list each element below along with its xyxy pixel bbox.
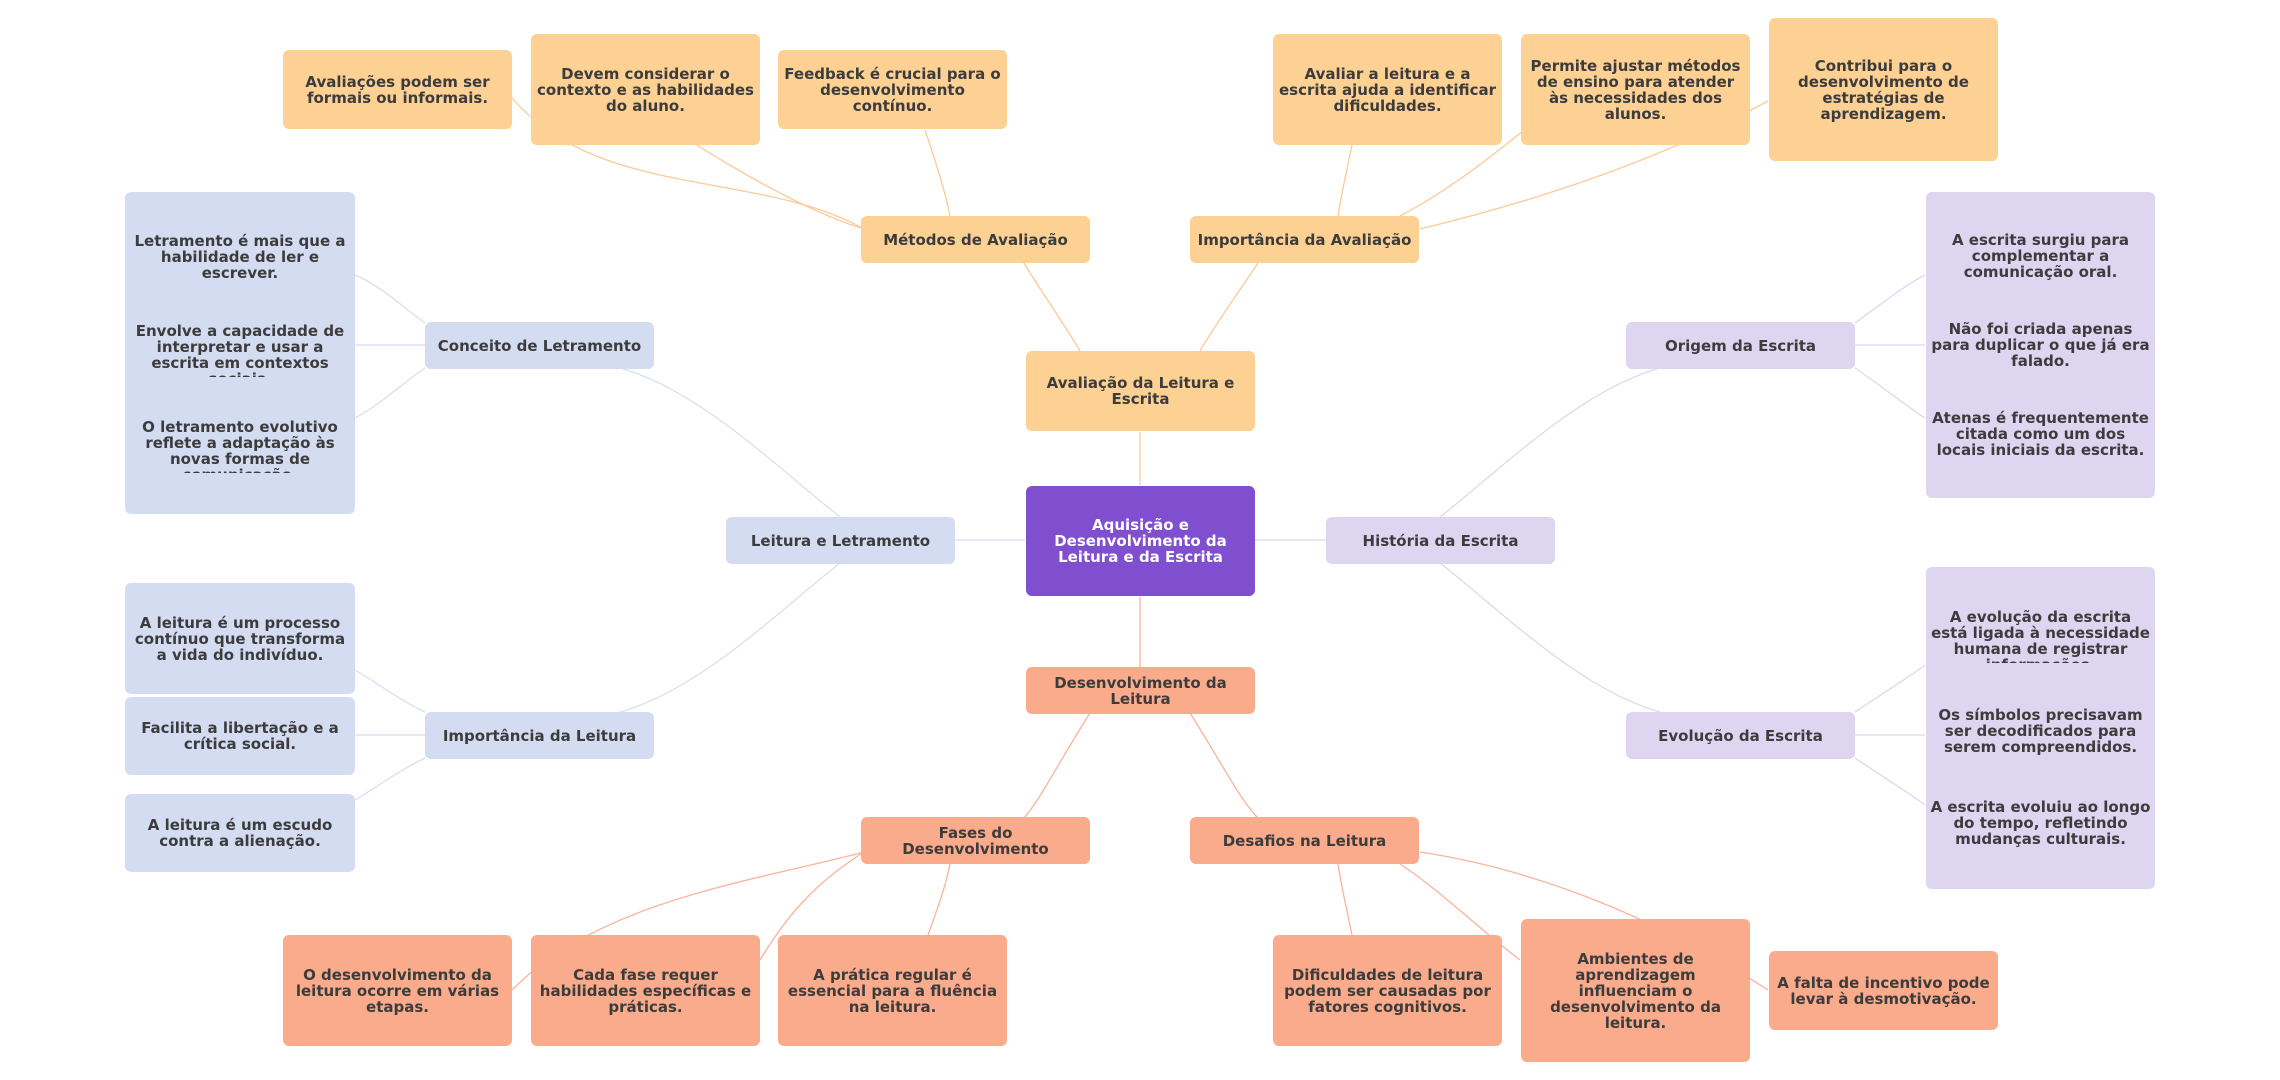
node-avaliacao[interactable]: Avaliação da Leitura e Escrita — [1026, 351, 1255, 431]
link-origem-item1 — [1854, 274, 1926, 324]
leaf-origem-2[interactable]: Não foi criada apenas para duplicar o qu… — [1931, 320, 2150, 369]
link-origem-item3 — [1854, 367, 1926, 419]
link-dev-desafios — [1189, 712, 1259, 819]
leaf-group-conceito: Letramento é mais que a habilidade de le… — [125, 192, 355, 514]
link-imp-item1 — [354, 669, 426, 713]
node-leitura-letramento[interactable]: Leitura e Letramento — [726, 517, 955, 564]
link-hist-evolucao — [1439, 562, 1661, 713]
leaf-origem-1[interactable]: A escrita surgiu para complementar a com… — [1951, 232, 2130, 281]
link-conceito-item1 — [354, 274, 426, 324]
leaf-fases-3[interactable]: A prática regular é essencial para a flu… — [778, 935, 1007, 1046]
link-conceito-item3 — [354, 367, 426, 419]
node-historia-escrita[interactable]: História da Escrita — [1326, 517, 1555, 564]
leaf-evolucao-2[interactable]: Os símbolos precisavam ser decodificados… — [1938, 707, 2143, 755]
node-metodos-avaliacao[interactable]: Métodos de Avaliação — [861, 216, 1090, 263]
link-desafios-item2 — [1399, 863, 1521, 961]
leaf-origem-3[interactable]: Atenas é frequentemente citada como um d… — [1932, 409, 2149, 458]
leaf-group-origem: A escrita surgiu para complementar a com… — [1926, 192, 2155, 498]
link-let-conceito — [619, 367, 841, 518]
link-avaliacao-importancia — [1199, 262, 1259, 352]
leaf-metodos-1[interactable]: Avaliações podem ser formais ou informai… — [283, 50, 512, 129]
link-metodos-item3 — [924, 129, 951, 217]
leaf-metodos-2[interactable]: Devem considerar o contexto e as habilid… — [531, 34, 760, 145]
leaf-conceito-2[interactable]: Envolve a capacidade de interpretar e us… — [135, 323, 345, 377]
leaf-conceito-1[interactable]: Letramento é mais que a habilidade de le… — [134, 233, 346, 281]
node-fases-desenvolvimento[interactable]: Fases do Desenvolvimento — [861, 817, 1090, 864]
leaf-evolucao-1[interactable]: A evolução da escrita está ligada à nece… — [1931, 609, 2150, 663]
link-dev-fases — [1023, 712, 1091, 819]
link-desafios-item1 — [1337, 863, 1353, 936]
leaf-desafios-3[interactable]: A falta de incentivo pode levar à desmot… — [1769, 951, 1998, 1030]
leaf-importancia-leitura-3[interactable]: A leitura é um escudo contra a alienação… — [125, 794, 355, 872]
leaf-importancia-1[interactable]: Avaliar a leitura e a escrita ajuda a id… — [1273, 34, 1502, 145]
leaf-importancia-leitura-1[interactable]: A leitura é um processo contínuo que tra… — [125, 583, 355, 694]
leaf-importancia-leitura-2[interactable]: Facilita a libertação e a crítica social… — [125, 697, 355, 775]
link-fases-item3 — [927, 863, 951, 936]
node-desenvolvimento[interactable]: Desenvolvimento da Leitura — [1026, 667, 1255, 714]
link-hist-origem — [1439, 367, 1661, 518]
leaf-evolucao-3[interactable]: A escrita evoluiu ao longo do tempo, ref… — [1930, 799, 2151, 847]
link-imp-item3 — [354, 757, 426, 801]
leaf-metodos-3[interactable]: Feedback é crucial para o desenvolviment… — [778, 50, 1007, 129]
leaf-fases-1[interactable]: O desenvolvimento da leitura ocorre em v… — [283, 935, 512, 1046]
leaf-desafios-2[interactable]: Ambientes de aprendizagem influenciam o … — [1521, 919, 1750, 1062]
leaf-importancia-3[interactable]: Contribui para o desenvolvimento de estr… — [1769, 18, 1998, 161]
link-fases-item2 — [759, 851, 865, 961]
link-importancia-item1 — [1337, 144, 1353, 217]
leaf-desafios-1[interactable]: Dificuldades de leitura podem ser causad… — [1273, 935, 1502, 1046]
node-evolucao-escrita[interactable]: Evolução da Escrita — [1626, 712, 1855, 759]
node-importancia-avaliacao[interactable]: Importância da Avaliação — [1190, 216, 1419, 263]
link-avaliacao-metodos — [1023, 262, 1081, 352]
root-node[interactable]: Aquisição e Desenvolvimento da Leitura e… — [1026, 486, 1255, 596]
leaf-fases-2[interactable]: Cada fase requer habilidades específicas… — [531, 935, 760, 1046]
leaf-importancia-2[interactable]: Permite ajustar métodos de ensino para a… — [1521, 34, 1750, 145]
node-desafios-leitura[interactable]: Desafios na Leitura — [1190, 817, 1419, 864]
node-conceito-letramento[interactable]: Conceito de Letramento — [425, 322, 654, 369]
link-evol-item1 — [1854, 664, 1926, 713]
node-importancia-leitura[interactable]: Importância da Leitura — [425, 712, 654, 759]
leaf-conceito-3[interactable]: O letramento evolutivo reflete a adaptaç… — [142, 419, 338, 473]
link-evol-item3 — [1854, 757, 1926, 806]
leaf-group-evolucao: A evolução da escrita está ligada à nece… — [1926, 567, 2155, 889]
node-origem-escrita[interactable]: Origem da Escrita — [1626, 322, 1855, 369]
link-let-importancia — [619, 562, 841, 713]
